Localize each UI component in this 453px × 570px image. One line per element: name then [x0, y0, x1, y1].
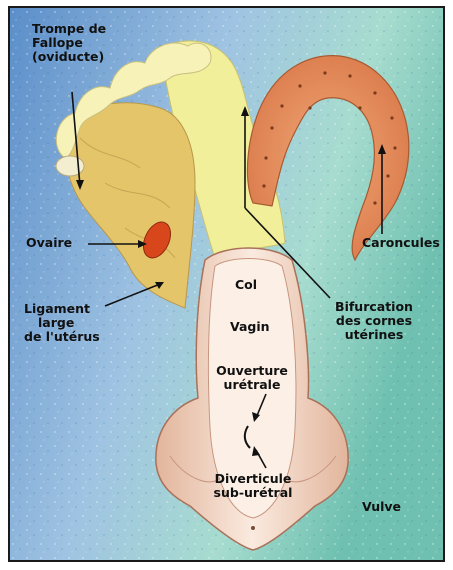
label-vagin: Vagin	[230, 320, 270, 334]
diagram-frame: Trompe de Fallope (oviducte) Ovaire Liga…	[8, 6, 445, 562]
label-oviduct-line2: Fallope	[32, 36, 106, 50]
label-urethral-opening-line1: Ouverture	[206, 364, 298, 378]
label-broad-ligament: Ligament large de l'utérus	[24, 302, 100, 344]
label-bifurcation-line1: Bifurcation	[322, 300, 426, 314]
label-oviduct: Trompe de Fallope (oviducte)	[32, 22, 106, 64]
label-ligament-line1: Ligament	[24, 302, 100, 316]
label-ovary: Ovaire	[26, 236, 72, 250]
label-urethral-opening-line2: urétrale	[206, 378, 298, 392]
vulva-dot	[251, 526, 255, 530]
label-oviduct-line3: (oviducte)	[32, 50, 106, 64]
label-diverticulum: Diverticule sub-urétral	[200, 472, 306, 500]
label-caroncules: Caroncules	[362, 236, 440, 250]
label-oviduct-line1: Trompe de	[32, 22, 106, 36]
label-bifurcation-line2: des cornes	[322, 314, 426, 328]
label-diverticulum-line2: sub-urétral	[200, 486, 306, 500]
label-ligament-line3: de l'utérus	[24, 330, 100, 344]
label-bifurcation-line3: utérines	[322, 328, 426, 342]
label-diverticulum-line1: Diverticule	[200, 472, 306, 486]
label-col: Col	[235, 278, 257, 292]
label-vulve: Vulve	[362, 500, 401, 514]
label-urethral-opening: Ouverture urétrale	[206, 364, 298, 392]
label-ligament-line2: large	[24, 316, 100, 330]
label-bifurcation: Bifurcation des cornes utérines	[322, 300, 426, 342]
